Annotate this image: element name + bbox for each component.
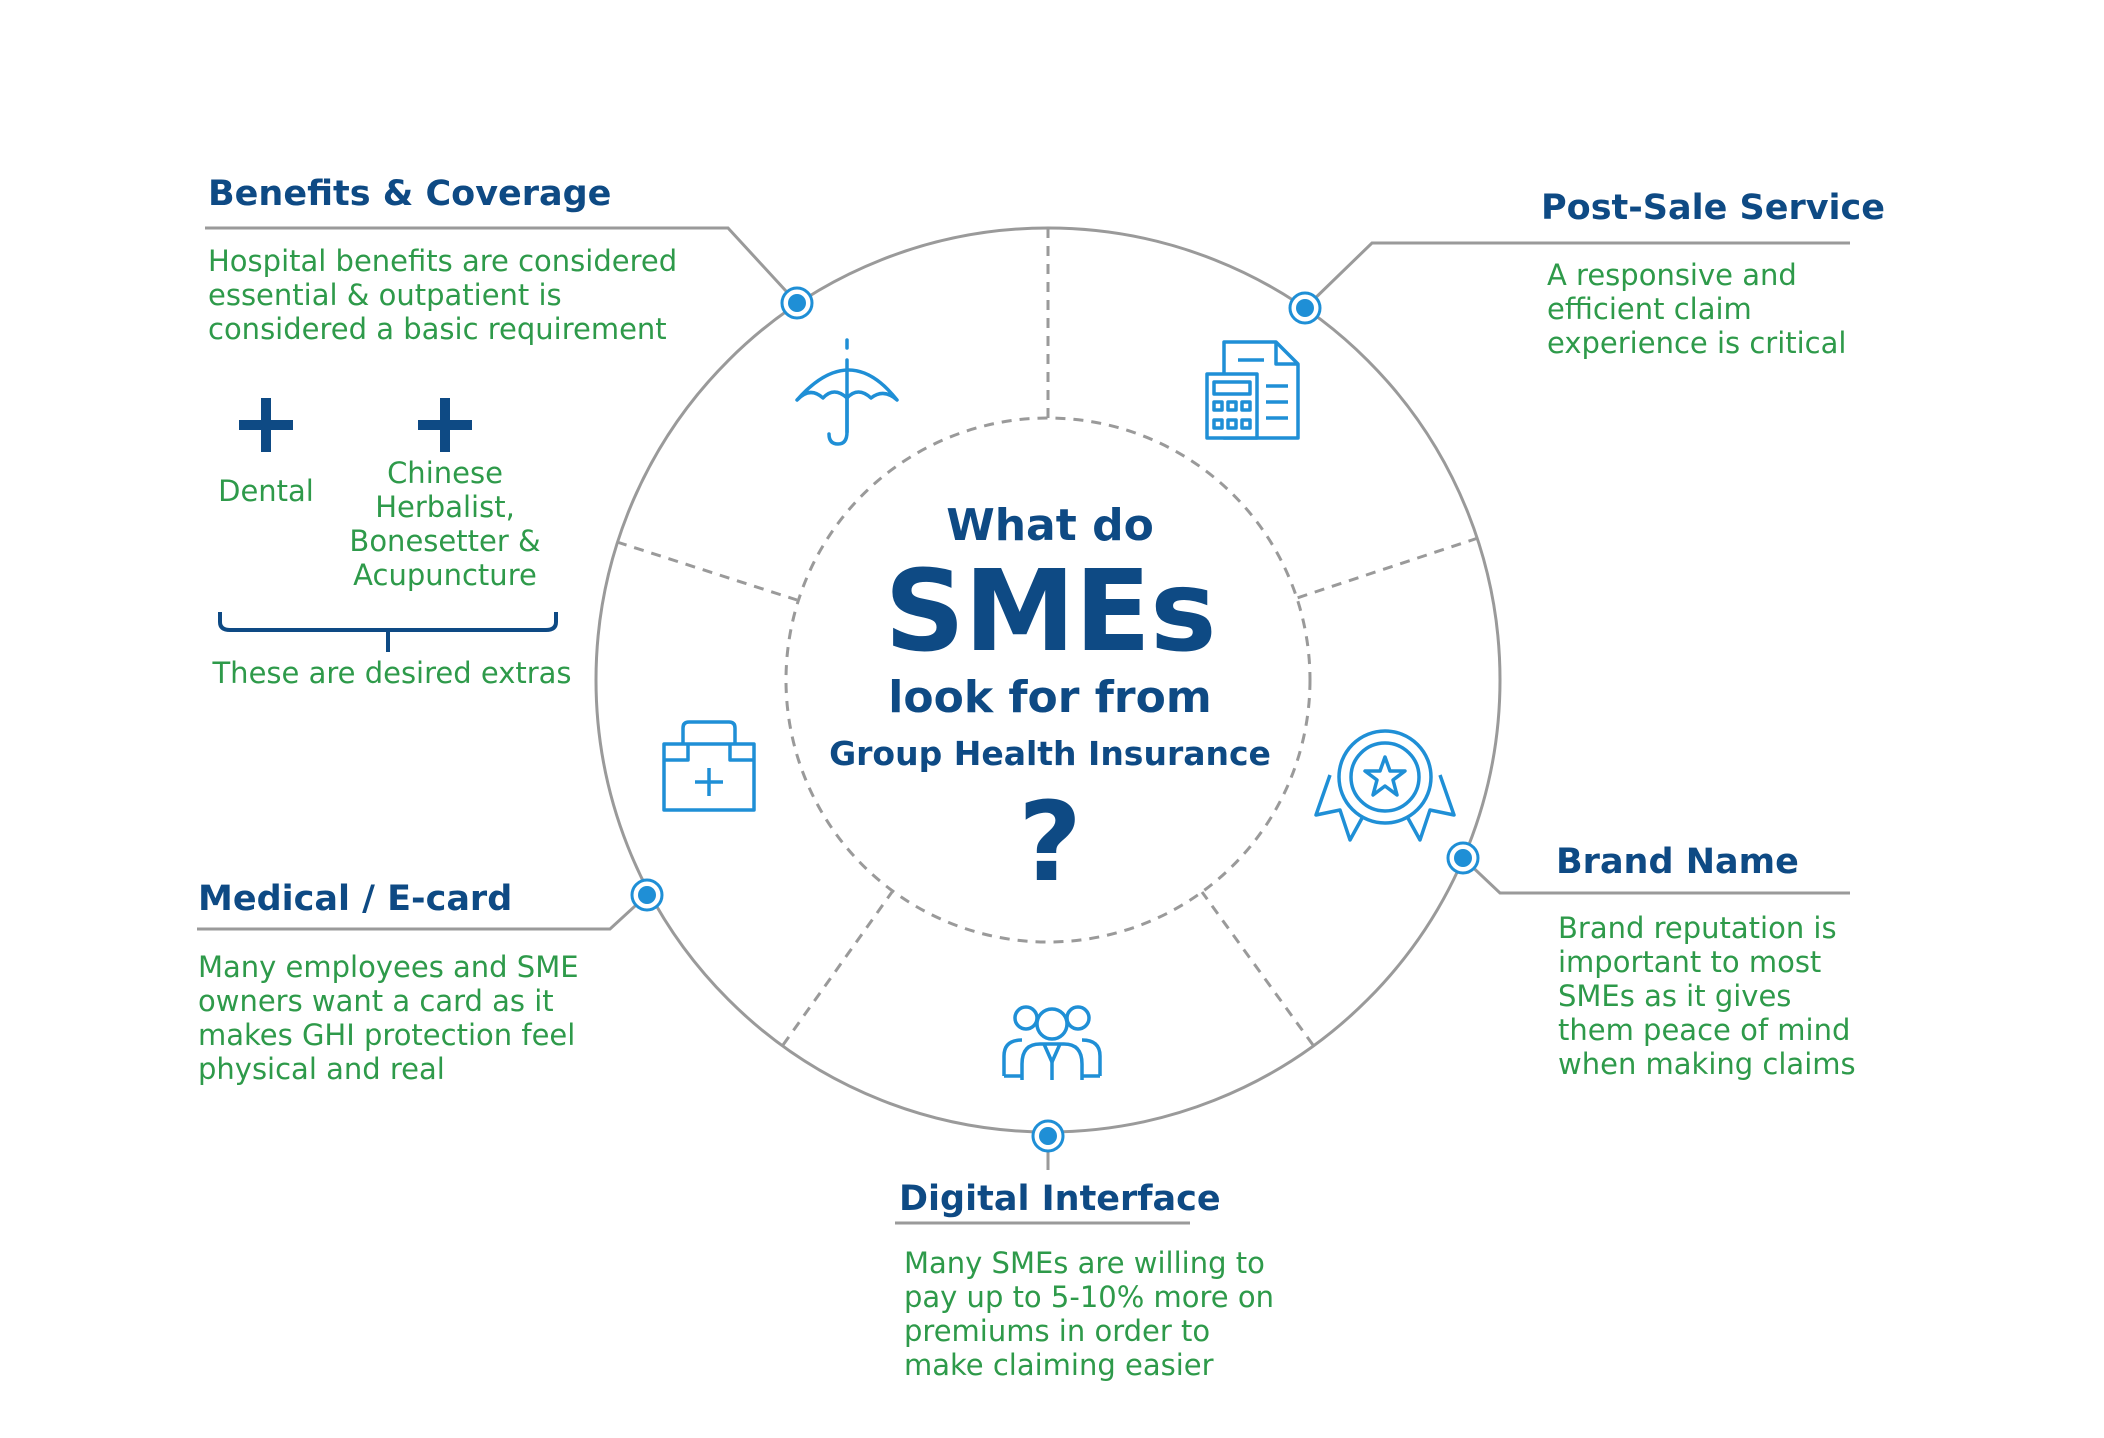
dot-brand	[1446, 841, 1480, 875]
benefits-body: Hospital benefits are considered essenti…	[208, 244, 678, 346]
medical-kit-icon	[662, 720, 756, 812]
connector-lines	[197, 226, 1850, 1225]
dot-post-sale	[1288, 291, 1322, 325]
extras-note: These are desired extras	[212, 656, 572, 690]
extras-bracket	[218, 612, 558, 652]
dot-benefits	[780, 286, 814, 320]
post-sale-body: A responsive and efficient claim experie…	[1547, 258, 1847, 360]
award-ribbon-icon	[1314, 729, 1456, 842]
people-group-icon	[1002, 1005, 1102, 1080]
plus-icon-dental	[239, 398, 293, 452]
medical-body: Many employees and SME owners want a car…	[198, 950, 579, 1086]
umbrella-icon	[795, 338, 899, 446]
brand-title: Brand Name	[1556, 842, 1799, 882]
inner-dashed-ring	[784, 416, 1312, 944]
connector-dots	[630, 286, 1480, 1153]
center-line-5: ?	[1018, 778, 1082, 906]
center-line-2: SMEs	[884, 547, 1216, 677]
center-line-1: What do	[946, 500, 1154, 551]
dental-label: Dental	[218, 474, 314, 508]
chinese-label: Chinese Herbalist, Bonesetter & Acupunct…	[349, 456, 541, 592]
dashed-spokes	[616, 228, 1479, 1046]
brand-body: Brand reputation is important to most SM…	[1558, 911, 1856, 1081]
medical-title: Medical / E-card	[198, 879, 513, 919]
dot-digital	[1031, 1119, 1065, 1153]
digital-title: Digital Interface	[899, 1179, 1221, 1219]
center-line-4: Group Health Insurance	[829, 734, 1271, 773]
center-question: What do SMEs look for from Group Health …	[790, 498, 1310, 902]
center-line-3: look for from	[888, 672, 1212, 723]
dot-medical	[630, 878, 664, 912]
plus-icon-chinese	[418, 398, 472, 452]
digital-body: Many SMEs are willing to pay up to 5-10%…	[904, 1246, 1274, 1382]
post-sale-title: Post-Sale Service	[1541, 188, 1886, 228]
benefits-title: Benefits & Coverage	[208, 174, 612, 214]
calculator-document-icon	[1205, 340, 1300, 440]
